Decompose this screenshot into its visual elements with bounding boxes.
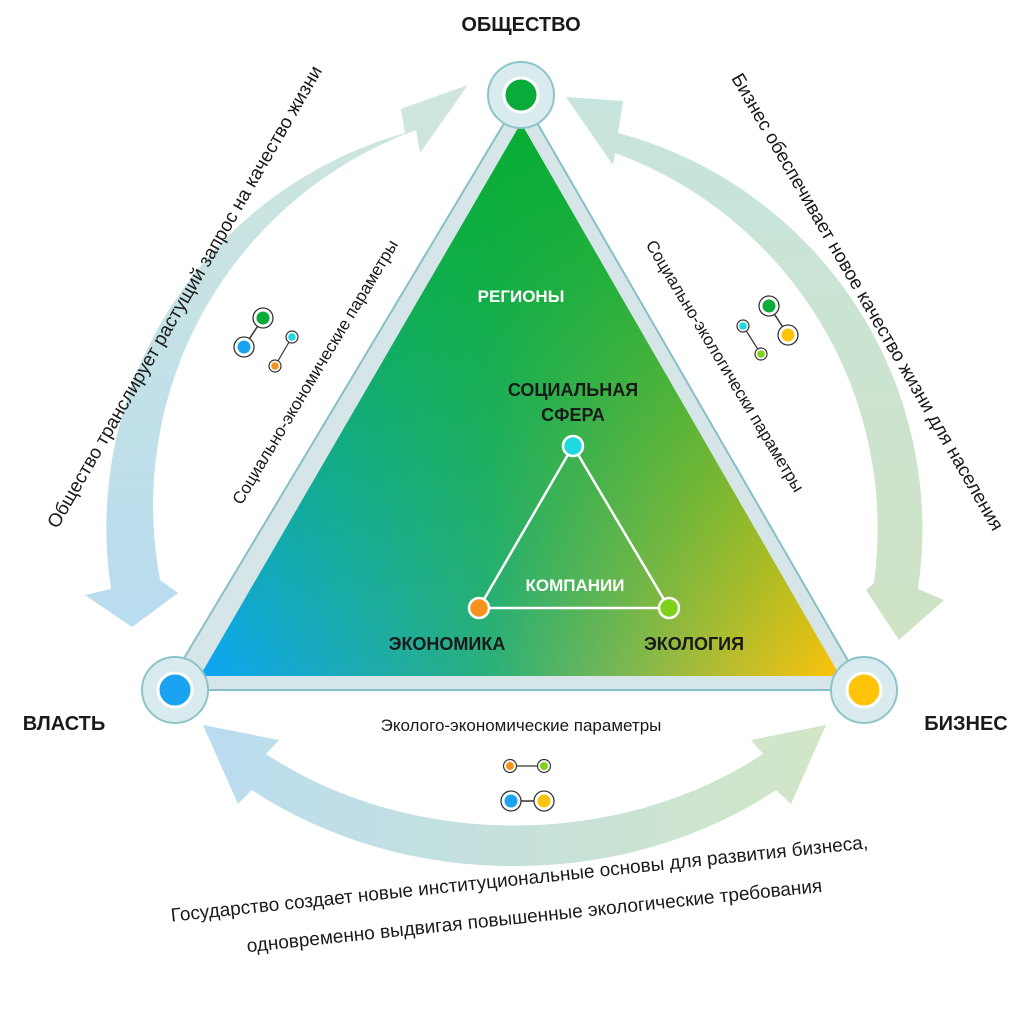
inner-triangle — [467, 434, 681, 620]
main-triangle — [163, 93, 867, 691]
economy-dot — [467, 596, 491, 620]
arrow-business-to-society — [566, 97, 944, 640]
society-title: ОБЩЕСТВО — [461, 14, 580, 36]
social-sphere-label-2: СФЕРА — [541, 405, 605, 425]
companies-label: КОМПАНИИ — [526, 576, 625, 595]
power-title: ВЛАСТЬ — [23, 713, 105, 735]
arrow-society-to-power — [85, 85, 468, 627]
business-title: БИЗНЕС — [924, 713, 1008, 735]
economy-label: ЭКОНОМИКА — [389, 634, 506, 654]
society-node — [487, 61, 555, 129]
ecology-dot — [657, 596, 681, 620]
social-sphere-label-1: СОЦИАЛЬНАЯ — [508, 380, 638, 400]
arrow-power-to-business — [203, 725, 826, 867]
regions-label: РЕГИОНЫ — [478, 287, 565, 306]
link-icon-right — [736, 295, 799, 361]
power-node — [141, 656, 209, 724]
ecology-label: ЭКОЛОГИЯ — [644, 634, 744, 654]
business-node — [830, 656, 898, 724]
link-icon-bottom — [500, 758, 555, 812]
link-icon-left — [233, 307, 299, 373]
edge-label-bottom: Эколого-экономические параметры — [381, 716, 662, 735]
arc-caption-left: Общество транслирует растущий запрос на … — [44, 62, 327, 532]
social-sphere-dot — [561, 434, 585, 458]
